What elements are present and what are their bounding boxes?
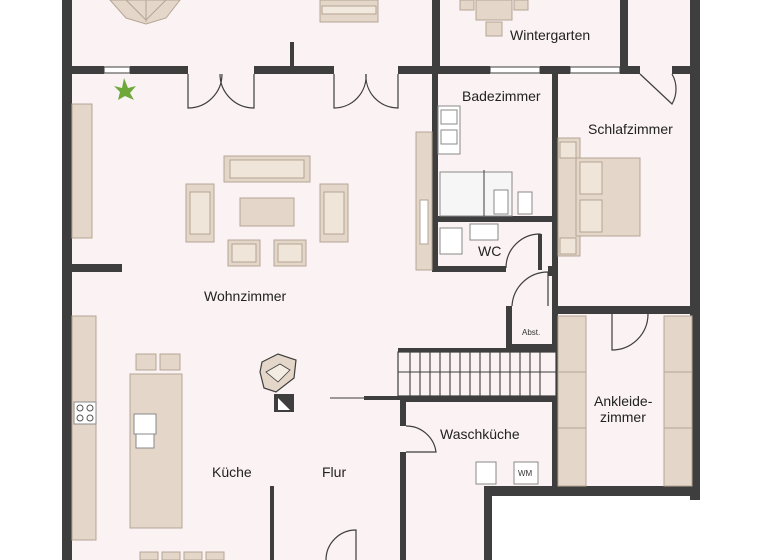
outside-right bbox=[698, 0, 768, 560]
door-swings bbox=[187, 73, 677, 560]
room-label-kueche: Küche bbox=[212, 464, 252, 480]
door-leaf-wc bbox=[538, 234, 542, 270]
room-label-wintergarten: Wintergarten bbox=[510, 27, 591, 43]
windows bbox=[103, 66, 621, 74]
staircase bbox=[330, 348, 557, 400]
stove-icon bbox=[73, 401, 97, 425]
dining-table-top bbox=[109, 0, 181, 25]
door-leaf-flur bbox=[270, 486, 274, 546]
wintergarten-table bbox=[459, 0, 529, 37]
room-label-ankleide-line2: zimmer bbox=[600, 409, 646, 425]
room-label-wc: WC bbox=[478, 243, 502, 259]
sink-icon bbox=[133, 413, 157, 449]
door-leaf-bath bbox=[548, 266, 554, 276]
room-label-flur: Flur bbox=[322, 464, 347, 480]
room-label-ankleide-line1: Ankleide- bbox=[594, 393, 653, 409]
room-label-abst: Abst. bbox=[522, 328, 541, 337]
laundry-fixtures bbox=[475, 461, 539, 485]
room-label-waschkueche: Waschküche bbox=[440, 426, 520, 442]
kitchen-furniture bbox=[71, 315, 225, 560]
walls bbox=[62, 0, 700, 560]
bedroom-furniture bbox=[557, 137, 641, 257]
room-label-schlafzimmer: Schlafzimmer bbox=[588, 121, 673, 137]
plant-icon bbox=[114, 78, 136, 100]
fireplace-icon bbox=[259, 353, 297, 412]
room-label-wohnzimmer: Wohnzimmer bbox=[204, 288, 287, 304]
bench-top bbox=[319, 0, 379, 23]
washing-machine-label: WM bbox=[518, 469, 533, 478]
bathroom-fixtures bbox=[437, 105, 533, 255]
living-furniture bbox=[71, 103, 433, 271]
room-label-badezimmer: Badezimmer bbox=[462, 88, 541, 104]
wardrobes bbox=[557, 315, 693, 487]
